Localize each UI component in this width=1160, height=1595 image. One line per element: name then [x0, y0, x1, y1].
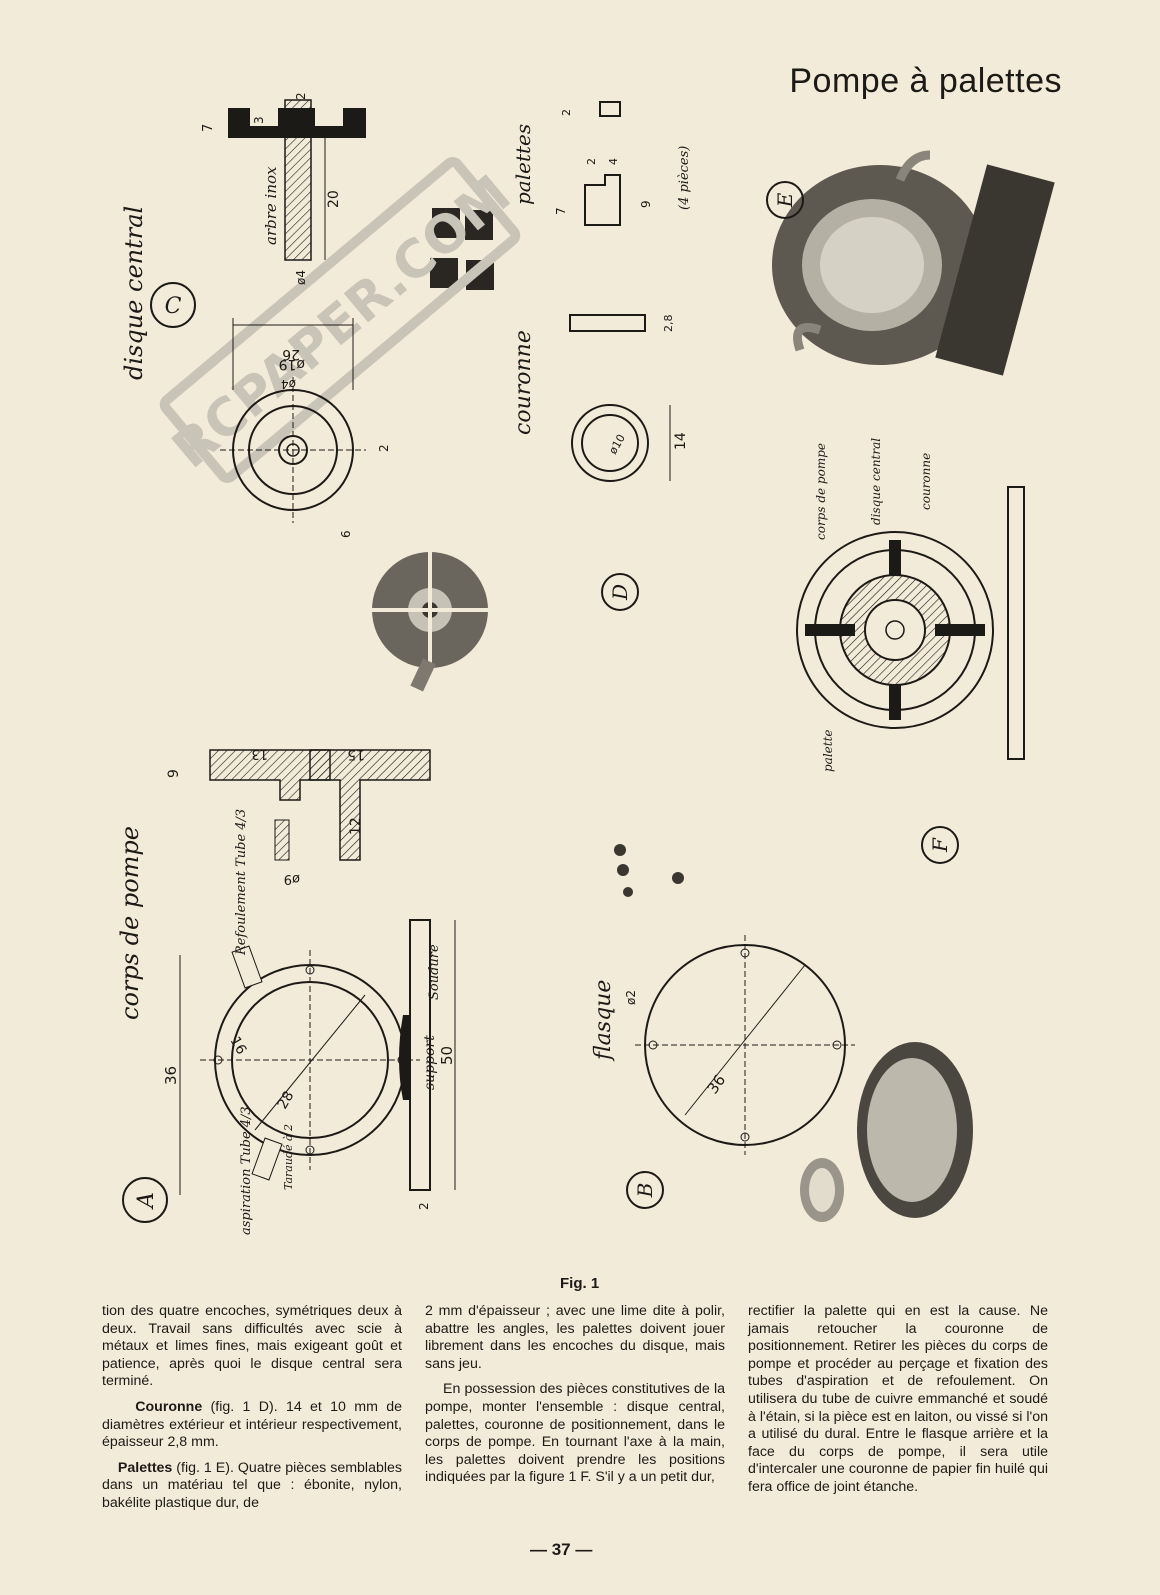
- figure-caption: Fig. 1: [560, 1275, 600, 1292]
- svg-text:corps de pompe: corps de pompe: [814, 443, 828, 540]
- svg-text:ø4: ø4: [294, 270, 308, 285]
- text-column-1: tion des quatre encoches, symétriques de…: [102, 1303, 402, 1521]
- text-column-3: rectifier la palette qui en est la cause…: [748, 1303, 1048, 1505]
- paragraph-heading: Palettes: [117, 1459, 173, 1476]
- svg-text:2: 2: [294, 92, 308, 100]
- svg-text:C: C: [165, 294, 182, 319]
- svg-text:couronne: couronne: [919, 453, 933, 510]
- page-title: Pompe à palettes: [789, 62, 1062, 100]
- svg-text:disque central: disque central: [120, 206, 148, 380]
- paragraph: Palettes (fig. 1 E). Quatre pièces sembl…: [102, 1459, 402, 1511]
- svg-text:D: D: [608, 584, 632, 601]
- svg-text:26: 26: [282, 346, 300, 362]
- svg-text:4: 4: [607, 158, 620, 165]
- svg-text:ø10: ø10: [606, 432, 628, 456]
- photo-pump-body: [772, 150, 1055, 376]
- svg-text:corps de pompe: corps de pompe: [116, 826, 144, 1020]
- svg-text:36: 36: [704, 1071, 730, 1097]
- svg-text:9: 9: [166, 769, 182, 778]
- svg-text:3: 3: [252, 116, 266, 124]
- photo-screws: [614, 844, 684, 897]
- svg-text:ø4: ø4: [281, 377, 296, 391]
- svg-text:support: support: [422, 1035, 438, 1090]
- svg-text:F: F: [928, 837, 952, 853]
- svg-text:16: 16: [227, 1034, 250, 1058]
- svg-text:(4 pièces): (4 pièces): [677, 146, 692, 210]
- svg-text:Soudure: Soudure: [427, 944, 442, 1000]
- drawing-ring: couronne 2,8 ø10 14 D: [511, 314, 689, 611]
- svg-text:Taraudé à 2: Taraudé à 2: [282, 1124, 295, 1190]
- paragraph: tion des quatre encoches, symétriques de…: [102, 1303, 402, 1390]
- svg-text:E: E: [773, 192, 797, 208]
- svg-text:B: B: [633, 1183, 657, 1199]
- paragraph: Couronne (fig. 1 D). 14 et 10 mm de diam…: [102, 1398, 402, 1451]
- svg-text:36: 36: [162, 1066, 180, 1085]
- svg-text:ø9: ø9: [284, 871, 300, 886]
- svg-text:aspiration Tube 4/3: aspiration Tube 4/3: [239, 1106, 254, 1235]
- svg-text:disque central: disque central: [869, 438, 883, 525]
- paragraph: En possession des pièces constitutives d…: [425, 1381, 725, 1486]
- svg-text:2: 2: [417, 1202, 431, 1210]
- paragraph: rectifier la palette qui en est la cause…: [748, 1303, 1048, 1495]
- article-text: tion des quatre encoches, symétriques de…: [102, 1303, 1062, 1511]
- svg-text:28: 28: [275, 1089, 298, 1112]
- svg-text:arbre inox: arbre inox: [262, 166, 280, 245]
- svg-text:flasque: flasque: [591, 980, 616, 1062]
- paragraph-heading: Couronne: [135, 1398, 203, 1415]
- svg-text:2: 2: [585, 158, 598, 165]
- svg-text:2: 2: [560, 109, 573, 116]
- paragraph: 2 mm d'épaisseur ; avec une lime dite à …: [425, 1303, 725, 1372]
- svg-text:ø2: ø2: [624, 990, 638, 1005]
- drawing-assembly: corps de pompe disque central couronne p…: [796, 438, 1025, 864]
- svg-text:20: 20: [326, 190, 342, 208]
- drawing-pump-body: corps de pompe A 9 13 15 12 ø9 36 16 28 …: [116, 746, 456, 1235]
- figure-1: RCPAPER.COM disque central C arbre inox …: [60, 60, 1100, 1270]
- svg-text:7: 7: [201, 124, 216, 132]
- photo-flange: [800, 1042, 973, 1222]
- photo-vanes: [430, 208, 494, 290]
- text-column-2: 2 mm d'épaisseur ; avec une lime dite à …: [425, 1303, 725, 1495]
- svg-text:12: 12: [348, 817, 364, 835]
- svg-text:50: 50: [438, 1046, 456, 1065]
- svg-text:7: 7: [554, 207, 568, 215]
- svg-text:2: 2: [377, 444, 391, 452]
- svg-text:6: 6: [339, 530, 353, 538]
- photo-central-disc: [372, 552, 488, 692]
- svg-text:15: 15: [347, 746, 365, 762]
- svg-text:palettes: palettes: [511, 124, 535, 205]
- svg-text:A: A: [134, 1192, 159, 1210]
- svg-text:13: 13: [251, 746, 268, 761]
- svg-text:Refoulement Tube 4/3: Refoulement Tube 4/3: [234, 809, 249, 956]
- drawing-vanes: palettes 2 7 2 4 9 (4 pièces) E: [511, 101, 804, 226]
- svg-text:9: 9: [639, 200, 653, 208]
- svg-text:ø19: ø19: [279, 356, 305, 372]
- svg-text:RCPAPER.COM: RCPAPER.COM: [162, 164, 523, 480]
- svg-text:2,8: 2,8: [662, 315, 675, 333]
- page-number: — 37 —: [530, 1540, 593, 1559]
- svg-text:14: 14: [673, 432, 689, 450]
- drawing-central-disc: disque central C arbre inox 20 7 3 2 ø4 …: [120, 92, 391, 538]
- svg-text:couronne: couronne: [511, 330, 536, 435]
- svg-text:palette: palette: [821, 729, 835, 772]
